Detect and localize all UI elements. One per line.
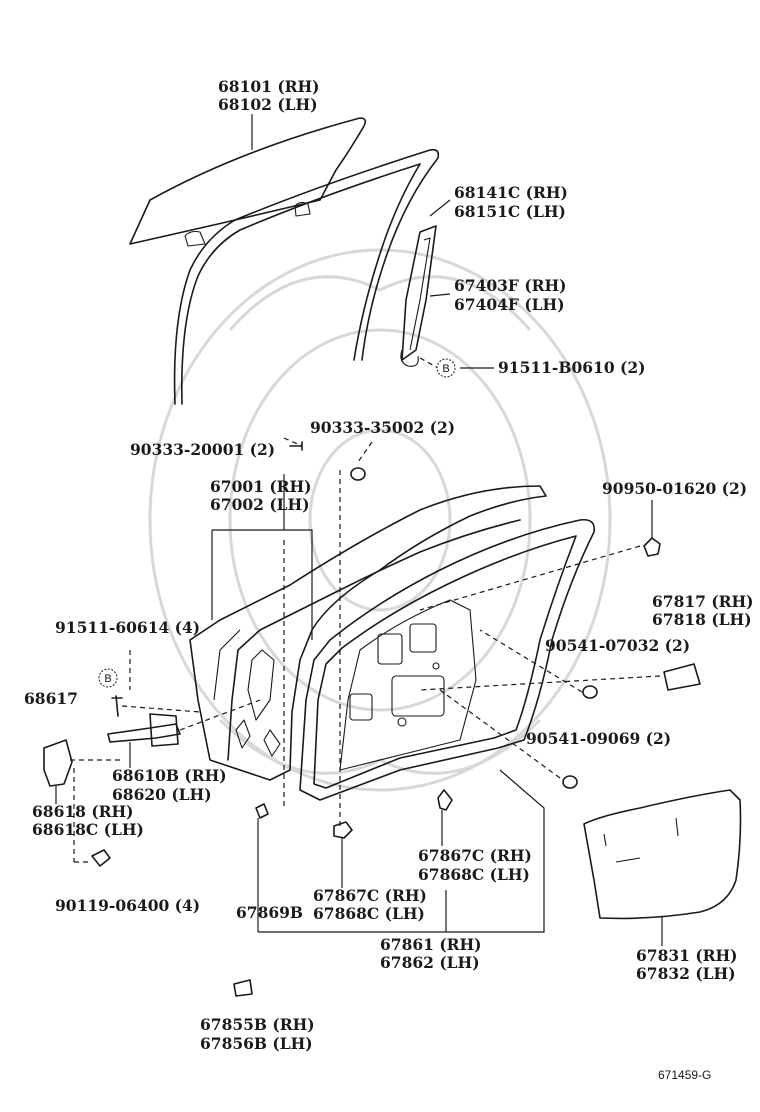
bolt-90119[interactable]: [91, 849, 111, 867]
label-ws-clip-rh: 67855B (RH): [200, 1015, 315, 1034]
leader-lines: [55, 114, 663, 946]
label-run-channel-rh: 68141C (RH): [454, 183, 568, 202]
label-glass-lh: 68102 (LH): [218, 95, 318, 114]
weatherstrip-clip[interactable]: [233, 979, 253, 997]
svg-text:B: B: [104, 673, 111, 685]
label-cover-lh: 67832 (LH): [636, 964, 736, 983]
label-clip-upper-rh: 67867C (RH): [418, 846, 532, 865]
label-screw-b0610: 91511-B0610 (2): [498, 358, 645, 377]
label-clip-01620: 90950-01620 (2): [602, 479, 747, 498]
door-weatherstrip[interactable]: [299, 518, 596, 801]
clip-67867c-upper[interactable]: [437, 789, 453, 811]
figure-code: 671459-G: [658, 1068, 711, 1082]
label-clip-lower-rh: 67867C (RH): [313, 886, 427, 905]
label-bolt-35002: 90333-35002 (2): [310, 418, 455, 437]
label-run-channel-lh: 68151C (LH): [454, 202, 566, 221]
label-check-assy-rh: 68610B (RH): [112, 766, 227, 785]
label-hinge-rh: 68618 (RH): [32, 802, 134, 821]
label-glass-rh: 68101 (RH): [218, 77, 320, 96]
bolt-90333-35002[interactable]: [350, 467, 366, 481]
label-weatherstrip-rh: 67861 (RH): [380, 935, 482, 954]
label-division-bar-lh: 67404F (LH): [454, 295, 565, 314]
label-bolt-60614: 91511-60614 (4): [55, 618, 200, 637]
check-assy[interactable]: [107, 713, 181, 747]
door-glass[interactable]: [129, 117, 367, 247]
watermark-emblem: [148, 248, 612, 792]
label-clip-upper-lh: 67868C (LH): [418, 865, 530, 884]
label-bolt-20001: 90333-20001 (2): [130, 440, 275, 459]
label-door-panel-lh: 67002 (LH): [210, 495, 310, 514]
label-division-bar-rh: 67403F (RH): [454, 276, 567, 295]
label-cushion-09069: 90541-09069 (2): [526, 729, 671, 748]
clip-90950[interactable]: [643, 537, 661, 557]
hinge[interactable]: [43, 739, 73, 787]
label-seal-pad-lh: 67818 (LH): [652, 610, 752, 629]
label-weatherstrip-lh: 67862 (LH): [380, 953, 480, 972]
label-cushion-07032: 90541-07032 (2): [545, 636, 690, 655]
svg-text:B: B: [442, 363, 449, 375]
bolt-68617[interactable]: [111, 695, 123, 717]
label-part-68617: 68617: [24, 689, 78, 708]
label-part-67869b: 67869B: [236, 903, 303, 922]
label-door-panel-rh: 67001 (RH): [210, 477, 312, 496]
label-clip-lower-lh: 67868C (LH): [313, 904, 425, 923]
callout-b-upper: B: [436, 358, 456, 378]
glass-run-channel[interactable]: [173, 148, 440, 405]
clip-67869b[interactable]: [255, 803, 269, 819]
label-cover-rh: 67831 (RH): [636, 946, 738, 965]
callout-b-lower: B: [98, 668, 118, 688]
seal-pad[interactable]: [663, 663, 701, 691]
label-seal-pad-rh: 67817 (RH): [652, 592, 754, 611]
label-check-assy-lh: 68620 (LH): [112, 785, 212, 804]
label-ws-clip-lh: 67856B (LH): [200, 1034, 313, 1053]
label-bolt-06400: 90119-06400 (4): [55, 896, 200, 915]
division-bar[interactable]: [400, 225, 437, 367]
service-hole-cover[interactable]: [583, 789, 742, 920]
cushion-90541-09069[interactable]: [562, 775, 578, 789]
label-hinge-lh: 68618C (LH): [32, 820, 144, 839]
clip-67867c-lower[interactable]: [333, 821, 353, 839]
cushion-90541-07032[interactable]: [582, 685, 598, 699]
